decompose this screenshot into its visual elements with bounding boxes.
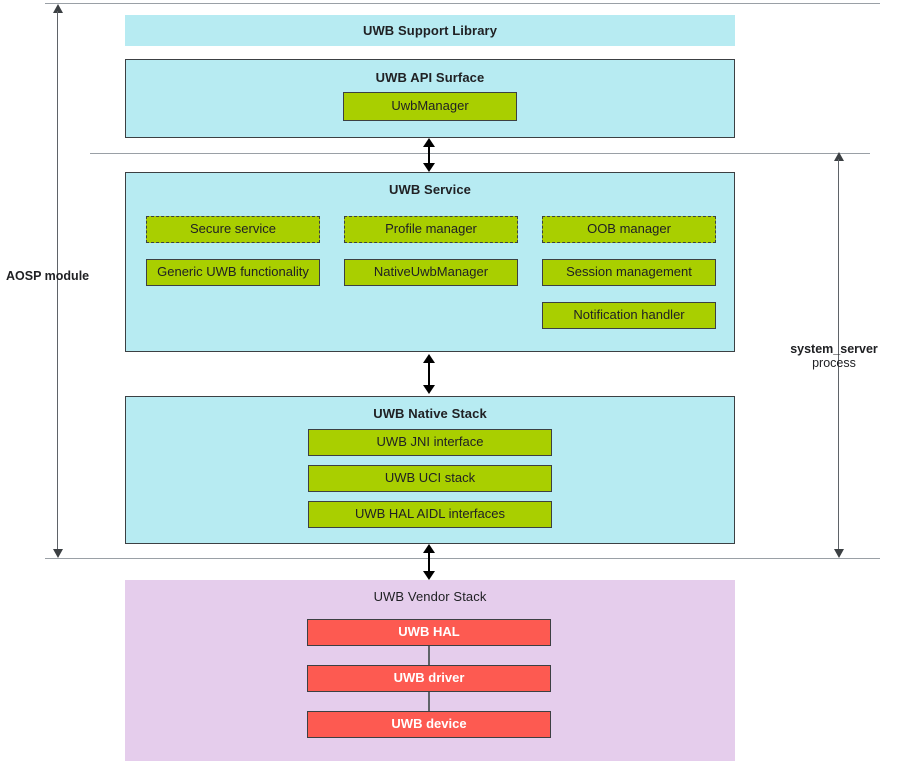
- node-uwb-hal[interactable]: UWB HAL: [307, 619, 551, 646]
- connector-shaft: [428, 361, 430, 387]
- node-generic-uwb-functionality[interactable]: Generic UWB functionality: [146, 259, 320, 286]
- node-uwbmanager-label: UwbManager: [391, 98, 469, 114]
- node-session-management[interactable]: Session management: [542, 259, 716, 286]
- node-generic-uwb-functionality-label: Generic UWB functionality: [157, 264, 309, 280]
- uwb-support-library-title: UWB Support Library: [362, 23, 498, 38]
- connector-arrowhead-up: [423, 138, 435, 147]
- connector-arrowhead-up: [423, 354, 435, 363]
- connector-arrowhead-down: [423, 163, 435, 172]
- uwb-api-surface-block: UWB API Surface UwbManager: [125, 59, 735, 138]
- bottom-boundary-rule: [45, 558, 880, 559]
- connector-arrowhead-down: [423, 385, 435, 394]
- node-uwb-hal-aidl-interfaces[interactable]: UWB HAL AIDL interfaces: [308, 501, 552, 528]
- aosp-span-arrow-down: [53, 549, 63, 558]
- node-uwb-uci-stack-label: UWB UCI stack: [384, 470, 476, 486]
- node-uwb-uci-stack[interactable]: UWB UCI stack: [308, 465, 552, 492]
- node-uwb-hal-aidl-interfaces-label: UWB HAL AIDL interfaces: [354, 506, 506, 522]
- system-server-process-label: system_server process: [770, 342, 898, 370]
- connector-service-to-native: [423, 354, 435, 394]
- node-profile-manager[interactable]: Profile manager: [344, 216, 518, 243]
- connector-shaft: [428, 145, 430, 165]
- node-uwb-driver-label: UWB driver: [393, 670, 465, 686]
- node-uwb-jni-interface[interactable]: UWB JNI interface: [308, 429, 552, 456]
- uwb-vendor-stack-block: UWB Vendor Stack UWB HAL UWB driver UWB …: [125, 580, 735, 761]
- node-uwb-device[interactable]: UWB device: [307, 711, 551, 738]
- connector-native-to-vendor: [423, 544, 435, 580]
- uwb-support-library-block: UWB Support Library: [125, 15, 735, 46]
- uwb-api-surface-title: UWB API Surface: [375, 70, 485, 85]
- node-uwb-hal-label: UWB HAL: [398, 624, 460, 640]
- node-notification-handler-label: Notification handler: [573, 307, 685, 323]
- node-uwb-driver[interactable]: UWB driver: [307, 665, 551, 692]
- node-oob-manager[interactable]: OOB manager: [542, 216, 716, 243]
- connector-shaft: [428, 551, 430, 573]
- system-server-span-arrow-up: [834, 152, 844, 161]
- node-nativeuwbmanager[interactable]: NativeUwbManager: [344, 259, 518, 286]
- node-oob-manager-label: OOB manager: [587, 221, 671, 237]
- uwb-native-stack-block: UWB Native Stack UWB JNI interface UWB U…: [125, 396, 735, 544]
- uwb-service-block: UWB Service Secure service Profile manag…: [125, 172, 735, 352]
- node-nativeuwbmanager-label: NativeUwbManager: [373, 264, 489, 280]
- uwb-native-stack-title: UWB Native Stack: [373, 406, 487, 421]
- node-uwb-jni-interface-label: UWB JNI interface: [376, 434, 484, 450]
- process-label-text: process: [812, 356, 856, 370]
- node-secure-service[interactable]: Secure service: [146, 216, 320, 243]
- node-secure-service-label: Secure service: [190, 221, 276, 237]
- node-notification-handler[interactable]: Notification handler: [542, 302, 716, 329]
- arrow-shaft: [428, 646, 430, 671]
- uwb-service-title: UWB Service: [388, 182, 472, 197]
- connector-api-to-service: [423, 138, 435, 172]
- system-server-label-text: system_server: [790, 342, 878, 356]
- system-server-span-line: [838, 159, 839, 551]
- uwb-vendor-stack-title: UWB Vendor Stack: [373, 589, 487, 604]
- node-profile-manager-label: Profile manager: [385, 221, 477, 237]
- api-service-boundary-rule: [90, 153, 870, 154]
- top-boundary-rule: [45, 3, 880, 4]
- connector-arrowhead-up: [423, 544, 435, 553]
- node-uwb-device-label: UWB device: [391, 716, 467, 732]
- aosp-span-arrow-up: [53, 4, 63, 13]
- node-uwbmanager[interactable]: UwbManager: [343, 92, 517, 121]
- aosp-span-line: [57, 11, 58, 551]
- connector-arrowhead-down: [423, 571, 435, 580]
- system-server-span-arrow-down: [834, 549, 844, 558]
- node-session-management-label: Session management: [566, 264, 692, 280]
- aosp-module-label: AOSP module: [6, 269, 89, 283]
- aosp-module-label-text: AOSP module: [6, 269, 90, 283]
- arrow-shaft: [428, 692, 430, 717]
